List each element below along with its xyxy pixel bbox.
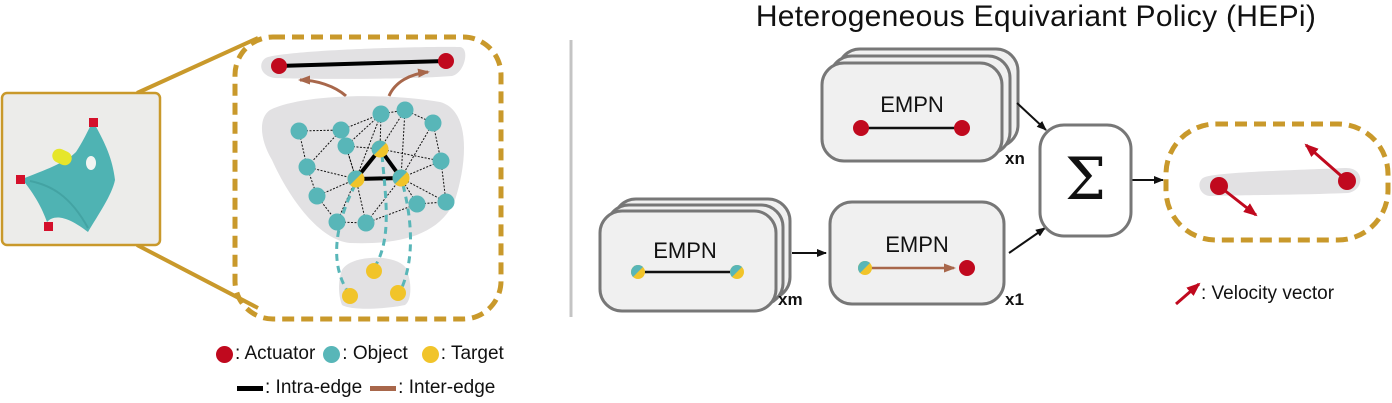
object-node (290, 122, 308, 140)
flow-arrow (1016, 102, 1047, 131)
diagram-title: Heterogeneous Equivariant Policy (HEPi) (755, 0, 1317, 33)
object-target-node (631, 265, 645, 279)
graph-detail-panel (232, 34, 504, 322)
object-nodes (290, 101, 455, 232)
inter-edge-arrow (298, 75, 348, 98)
actuator-marker (89, 118, 98, 127)
target-node (390, 285, 406, 301)
empn-stack-top: EMPN (820, 47, 1020, 163)
empn-single: EMPN (828, 200, 1006, 306)
object-target-nodes (347, 140, 410, 188)
action-output (1163, 121, 1391, 243)
target-object (52, 148, 72, 166)
multiplier-xm: xm (778, 290, 803, 309)
output-highlight-border (1163, 121, 1391, 243)
mesh-edge (298, 130, 308, 168)
object-node (408, 195, 426, 213)
actuator-legend-label: : Actuator (235, 343, 316, 364)
correspondence-edge (398, 184, 412, 293)
correspondence-edge (335, 184, 357, 296)
object-legend-label: : Object (342, 343, 408, 364)
actuator-node (438, 53, 454, 69)
target-node (366, 263, 382, 279)
intra-edge (277, 59, 447, 68)
actuator-marker (16, 175, 25, 184)
actuator-node (954, 120, 970, 136)
correspondence-edge (372, 154, 388, 269)
actuator-node (959, 260, 975, 276)
mesh-edge (400, 122, 434, 179)
object-node (298, 158, 316, 176)
object-target-node (347, 170, 365, 188)
edge-legend: : Intra-edge : Inter-edge (237, 377, 495, 399)
flow-arrow (1008, 227, 1046, 254)
object-target-node (392, 169, 410, 187)
simulation-thumbnail (0, 36, 259, 310)
velocity-legend: : Velocity vector (1201, 283, 1334, 305)
node-legend: : Actuator : Object : Target (216, 343, 504, 365)
object-target-node (730, 265, 744, 279)
cloth-hole (86, 156, 96, 170)
actuator-cluster (1199, 167, 1361, 196)
object-node (432, 152, 450, 170)
velocity-legend-label: : Velocity vector (1201, 283, 1335, 304)
sum-block: Σ (1038, 123, 1133, 238)
multiplier-xn: xn (1005, 149, 1025, 168)
empn-card (598, 209, 778, 313)
target-legend-icon (421, 345, 439, 363)
target-node (342, 288, 358, 304)
empn-stack-bottom: EMPN (598, 197, 792, 313)
actuator-legend-icon (216, 345, 233, 363)
zoom-connector-top (136, 36, 259, 95)
actuator-node (853, 120, 869, 136)
object-target-node (371, 140, 389, 158)
mesh-edge (365, 177, 402, 224)
velocity-legend-icon (1175, 282, 1201, 306)
cloth-object (22, 121, 115, 232)
target-legend-label: : Target (440, 343, 504, 364)
object-node (424, 114, 442, 132)
intra-edge-legend-icon (237, 385, 263, 391)
empn-label: EMPN (653, 238, 717, 263)
object-node (396, 101, 414, 119)
actuator-node (1338, 172, 1356, 190)
actuator-marker (44, 222, 53, 231)
object-node (337, 137, 355, 155)
object-node (437, 193, 455, 211)
empn-label: EMPN (880, 92, 944, 117)
inter-edge-arrow (387, 68, 430, 97)
object-target-node (858, 261, 872, 275)
object-node (357, 214, 375, 232)
empn-card (820, 61, 1004, 163)
empn-card (828, 200, 1006, 306)
object-legend-icon (323, 345, 341, 363)
mesh-edge (400, 109, 406, 179)
actuator-node (1210, 177, 1228, 195)
sum-symbol: Σ (1065, 145, 1106, 213)
graph-highlight-border (232, 34, 504, 322)
object-node (308, 187, 326, 205)
object-node (328, 213, 346, 231)
velocity-vector (1304, 143, 1348, 183)
multiplier-x1: x1 (1005, 290, 1024, 309)
inter-edge-legend-icon (370, 385, 397, 391)
object-node (372, 105, 390, 123)
mesh-edge (355, 113, 382, 180)
intra-edge-legend-label: : Intra-edge (265, 377, 363, 398)
empn-label: EMPN (885, 232, 949, 257)
actuator-node (271, 58, 287, 74)
inter-edge-legend-label: : Inter-edge (398, 377, 496, 398)
object-node (332, 121, 350, 139)
